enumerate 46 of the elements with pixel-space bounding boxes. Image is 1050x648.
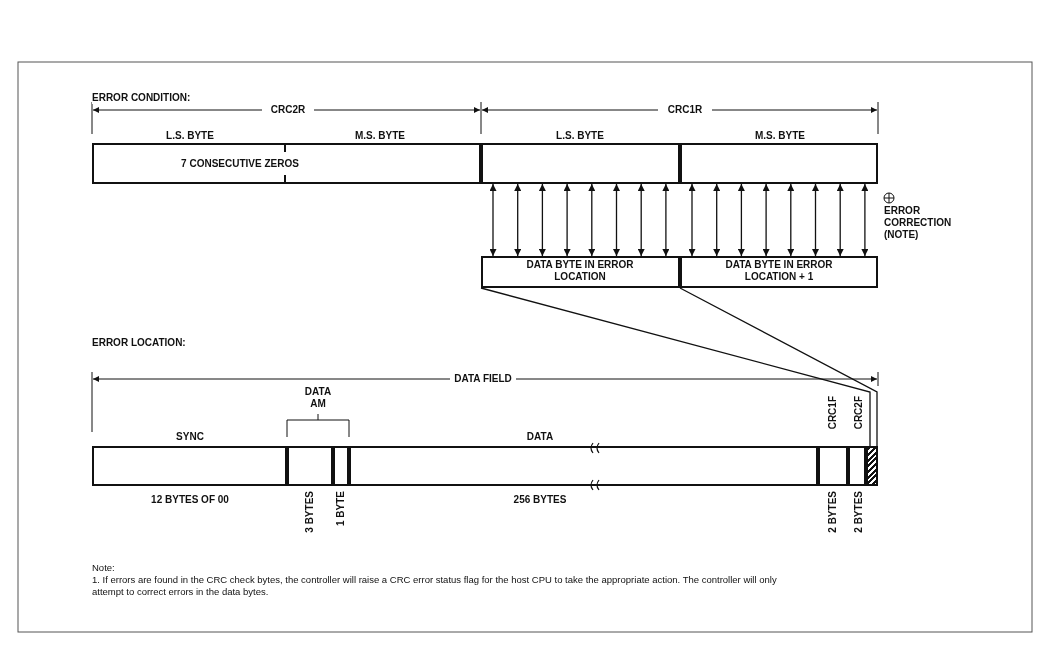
field-name: DATA (526, 431, 554, 443)
data-byte-box (680, 256, 878, 288)
double-arrow (836, 183, 844, 257)
register-box (92, 143, 481, 184)
section-heading: ERROR CONDITION: (92, 92, 191, 104)
register-byte-box (481, 143, 680, 184)
field-size: 2 BYTES (853, 491, 865, 533)
double-arrow (762, 183, 770, 257)
double-arrow (613, 183, 620, 257)
byte-label: M.S. BYTE (355, 130, 405, 142)
field-size: 256 BYTES (513, 494, 567, 506)
double-arrow (538, 183, 546, 257)
dimension-label: CRC1R (667, 104, 703, 116)
double-arrow (812, 183, 819, 257)
double-arrow (514, 183, 522, 257)
double-arrow (563, 183, 571, 257)
byte-label: M.S. BYTE (755, 130, 805, 142)
double-arrow (637, 183, 645, 257)
double-arrow (688, 183, 696, 257)
field-name: CRC2F (853, 396, 865, 430)
annotation: ERROR CORRECTION (NOTE) (884, 205, 954, 241)
field-name: CRC1F (827, 396, 839, 430)
hatched-segment (866, 446, 878, 486)
register-byte-box (680, 143, 878, 184)
note-heading: Note: (92, 562, 115, 574)
double-arrow (489, 183, 497, 257)
double-arrow (787, 183, 795, 257)
register-content: 7 CONSECUTIVE ZEROS (181, 158, 299, 170)
data-byte-box (481, 256, 680, 288)
projection-line (480, 287, 871, 447)
double-arrow (713, 183, 721, 257)
field-size: 1 BYTE (335, 491, 347, 526)
double-arrow (737, 183, 745, 257)
projection-line (679, 287, 878, 447)
field-name: SYNC (176, 431, 204, 443)
double-arrow (662, 183, 670, 257)
double-arrow (588, 183, 596, 257)
double-arrow (861, 183, 869, 257)
section-heading: ERROR LOCATION: (92, 337, 186, 349)
dimension-label: DATA FIELD (454, 373, 512, 385)
field-size: 3 BYTES (304, 491, 316, 533)
byte-label: L.S. BYTE (556, 130, 604, 142)
field-size: 2 BYTES (827, 491, 839, 533)
field-size: 12 BYTES OF 00 (151, 494, 229, 506)
dimension-label: CRC2R (270, 104, 306, 116)
byte-label: L.S. BYTE (166, 130, 214, 142)
